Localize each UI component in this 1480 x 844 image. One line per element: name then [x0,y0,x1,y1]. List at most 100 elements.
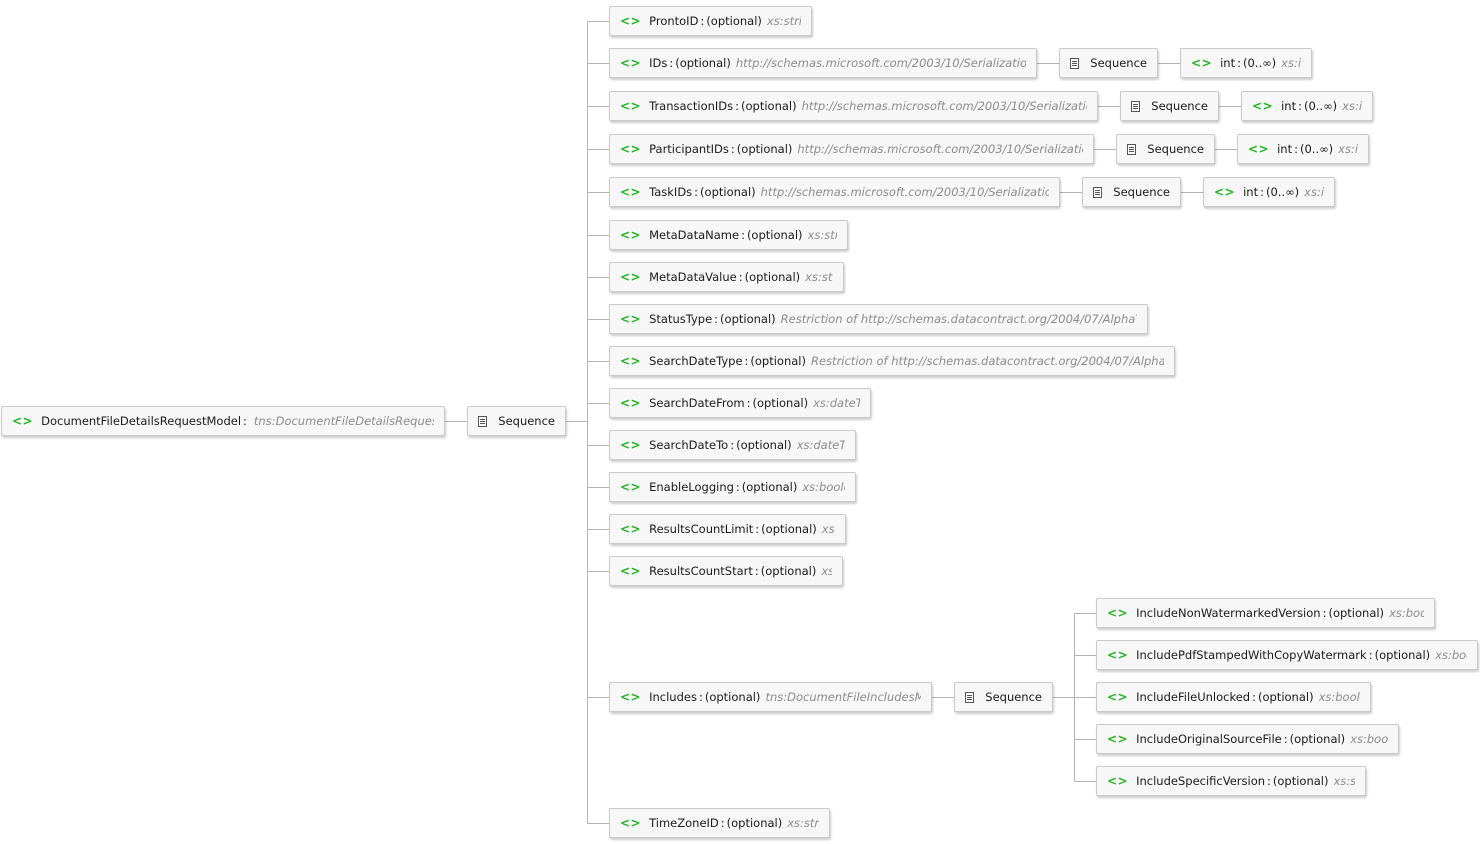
element-type: xs:string [766,14,801,28]
separator: : [741,228,745,242]
element-type: xs:boolean [1435,648,1467,662]
element-type: xs:int [821,522,835,536]
element-occurrence: (optional) [1257,690,1314,704]
element-name: int [1277,142,1293,156]
element-node-includes[interactable]: <> Includes : (optional) tns:DocumentFil… [609,682,932,712]
separator: : [1283,732,1288,746]
element-node-searchdatetype[interactable]: <> SearchDateType : (optional) Restricti… [609,346,1175,376]
element-occurrence: (optional) [700,185,756,199]
separator: : [730,438,735,452]
element-name: SearchDateType [649,354,743,368]
element-name: ProntoID [649,14,699,28]
sequence-node-includes[interactable]: Sequence [954,682,1053,712]
element-type: xs:int [821,564,832,578]
element-node-taskids-int[interactable]: <> int : (0..∞) xs:int [1203,177,1335,207]
element-node-resultscountlimit[interactable]: <> ResultsCountLimit : (optional) xs:int [609,514,846,544]
sequence-node-ids[interactable]: Sequence [1059,48,1158,78]
sequence-icon [1093,186,1103,198]
sequence-label: Sequence [1090,56,1147,70]
element-node-enablelogging[interactable]: <> EnableLogging : (optional) xs:boolean [609,472,856,502]
element-icon: <> [620,14,642,28]
separator: : [669,56,674,70]
sequence-label: Sequence [985,690,1042,704]
element-name: IncludeNonWatermarkedVersion [1136,606,1321,620]
element-name: SearchDateTo [649,438,729,452]
separator: : [730,142,735,156]
separator: : [1252,690,1256,704]
element-icon: <> [1107,648,1129,662]
element-node-taskids[interactable]: <> TaskIDs : (optional) http://schemas.m… [609,177,1060,207]
element-icon: <> [620,270,642,284]
element-node-searchdateto[interactable]: <> SearchDateTo : (optional) xs:dateTime [609,430,856,460]
separator: : [1322,606,1327,620]
element-name: IncludeSpecificVersion [1136,774,1266,788]
element-type: http://schemas.microsoft.com/2003/10/Ser… [801,99,1087,113]
element-node-ids[interactable]: <> IDs : (optional) http://schemas.micro… [609,48,1037,78]
separator: : [1267,774,1271,788]
sequence-node-taskids[interactable]: Sequence [1082,177,1181,207]
element-icon: <> [620,690,642,704]
element-icon: <> [620,142,642,156]
sequence-label: Sequence [498,414,555,428]
element-node-participantids[interactable]: <> ParticipantIDs : (optional) http://sc… [609,134,1094,164]
element-icon: <> [1252,99,1274,113]
element-node-includepdfstampedwithcopywatermark[interactable]: <> IncludePdfStampedWithCopyWatermark : … [1096,640,1478,670]
element-node-participantids-int[interactable]: <> int : (0..∞) xs:int [1237,134,1369,164]
element-node-prontoid[interactable]: <> ProntoID : (optional) xs:string [609,6,812,36]
element-type: xs:boolean [1350,732,1388,746]
element-icon: <> [620,56,642,70]
element-node-metadatavalue[interactable]: <> MetaDataValue : (optional) xs:string [609,262,844,292]
element-node-includespecificversion[interactable]: <> IncludeSpecificVersion : (optional) x… [1096,766,1366,796]
separator: : [714,312,719,326]
element-type: xs:dateTime [796,438,845,452]
element-node-statustype[interactable]: <> StatusType : (optional) Restriction o… [609,304,1148,334]
element-node-searchdatefrom[interactable]: <> SearchDateFrom : (optional) xs:dateTi… [609,388,871,418]
sequence-node-root[interactable]: Sequence [467,406,566,436]
element-occurrence: (optional) [750,354,806,368]
sequence-icon [478,415,488,427]
element-icon: <> [620,185,642,199]
element-icon: <> [1107,774,1129,788]
element-node-includenonwatermarkedversion[interactable]: <> IncludeNonWatermarkedVersion : (optio… [1096,598,1435,628]
element-name: Includes [649,690,697,704]
element-type: tns:DocumentFileIncludesModel [765,690,921,704]
element-type: xs:dateTime [813,396,860,410]
element-node-metadataname[interactable]: <> MetaDataName : (optional) xs:string [609,220,848,250]
element-type: xs:short [1333,774,1356,788]
sequence-label: Sequence [1147,142,1204,156]
element-icon: <> [620,438,642,452]
element-occurrence: (optional) [744,270,801,284]
element-icon: <> [620,480,642,494]
element-name: EnableLogging [649,480,734,494]
sequence-node-participantids[interactable]: Sequence [1116,134,1215,164]
element-occurrence: (optional) [1374,648,1431,662]
element-icon: <> [12,414,34,428]
element-occurrence: (0..∞) [1303,99,1338,113]
element-node-timezoneid[interactable]: <> TimeZoneID : (optional) xs:string [609,808,830,838]
element-occurrence: (optional) [720,312,776,326]
element-node-includefileunlocked[interactable]: <> IncludeFileUnlocked : (optional) xs:b… [1096,682,1371,712]
separator: : [1237,56,1241,70]
element-name: ParticipantIDs [649,142,729,156]
sequence-icon [1070,57,1080,69]
element-node-transactionids[interactable]: <> TransactionIDs : (optional) http://sc… [609,91,1098,121]
element-occurrence: (0..∞) [1265,185,1300,199]
element-node-ids-int[interactable]: <> int : (0..∞) xs:int [1180,48,1312,78]
element-icon: <> [1248,142,1270,156]
element-name: MetaDataName [649,228,740,242]
element-occurrence: (optional) [741,480,798,494]
element-occurrence: (optional) [1272,774,1329,788]
element-node-root[interactable]: <> DocumentFileDetailsRequestModel : tns… [1,406,445,436]
element-node-includeoriginalsourcefile[interactable]: <> IncludeOriginalSourceFile : (optional… [1096,724,1399,754]
sequence-node-transactionids[interactable]: Sequence [1120,91,1219,121]
element-occurrence: (optional) [761,522,817,536]
element-icon: <> [620,564,642,578]
element-type: xs:int [1304,185,1324,199]
separator: : [700,14,705,28]
element-type: xs:boolean [1389,606,1424,620]
element-node-transactionids-int[interactable]: <> int : (0..∞) xs:int [1241,91,1373,121]
sequence-icon [965,691,975,703]
element-node-resultscountstart[interactable]: <> ResultsCountStart : (optional) xs:int [609,556,843,586]
element-name: TaskIDs [649,185,693,199]
element-name: IDs [649,56,668,70]
